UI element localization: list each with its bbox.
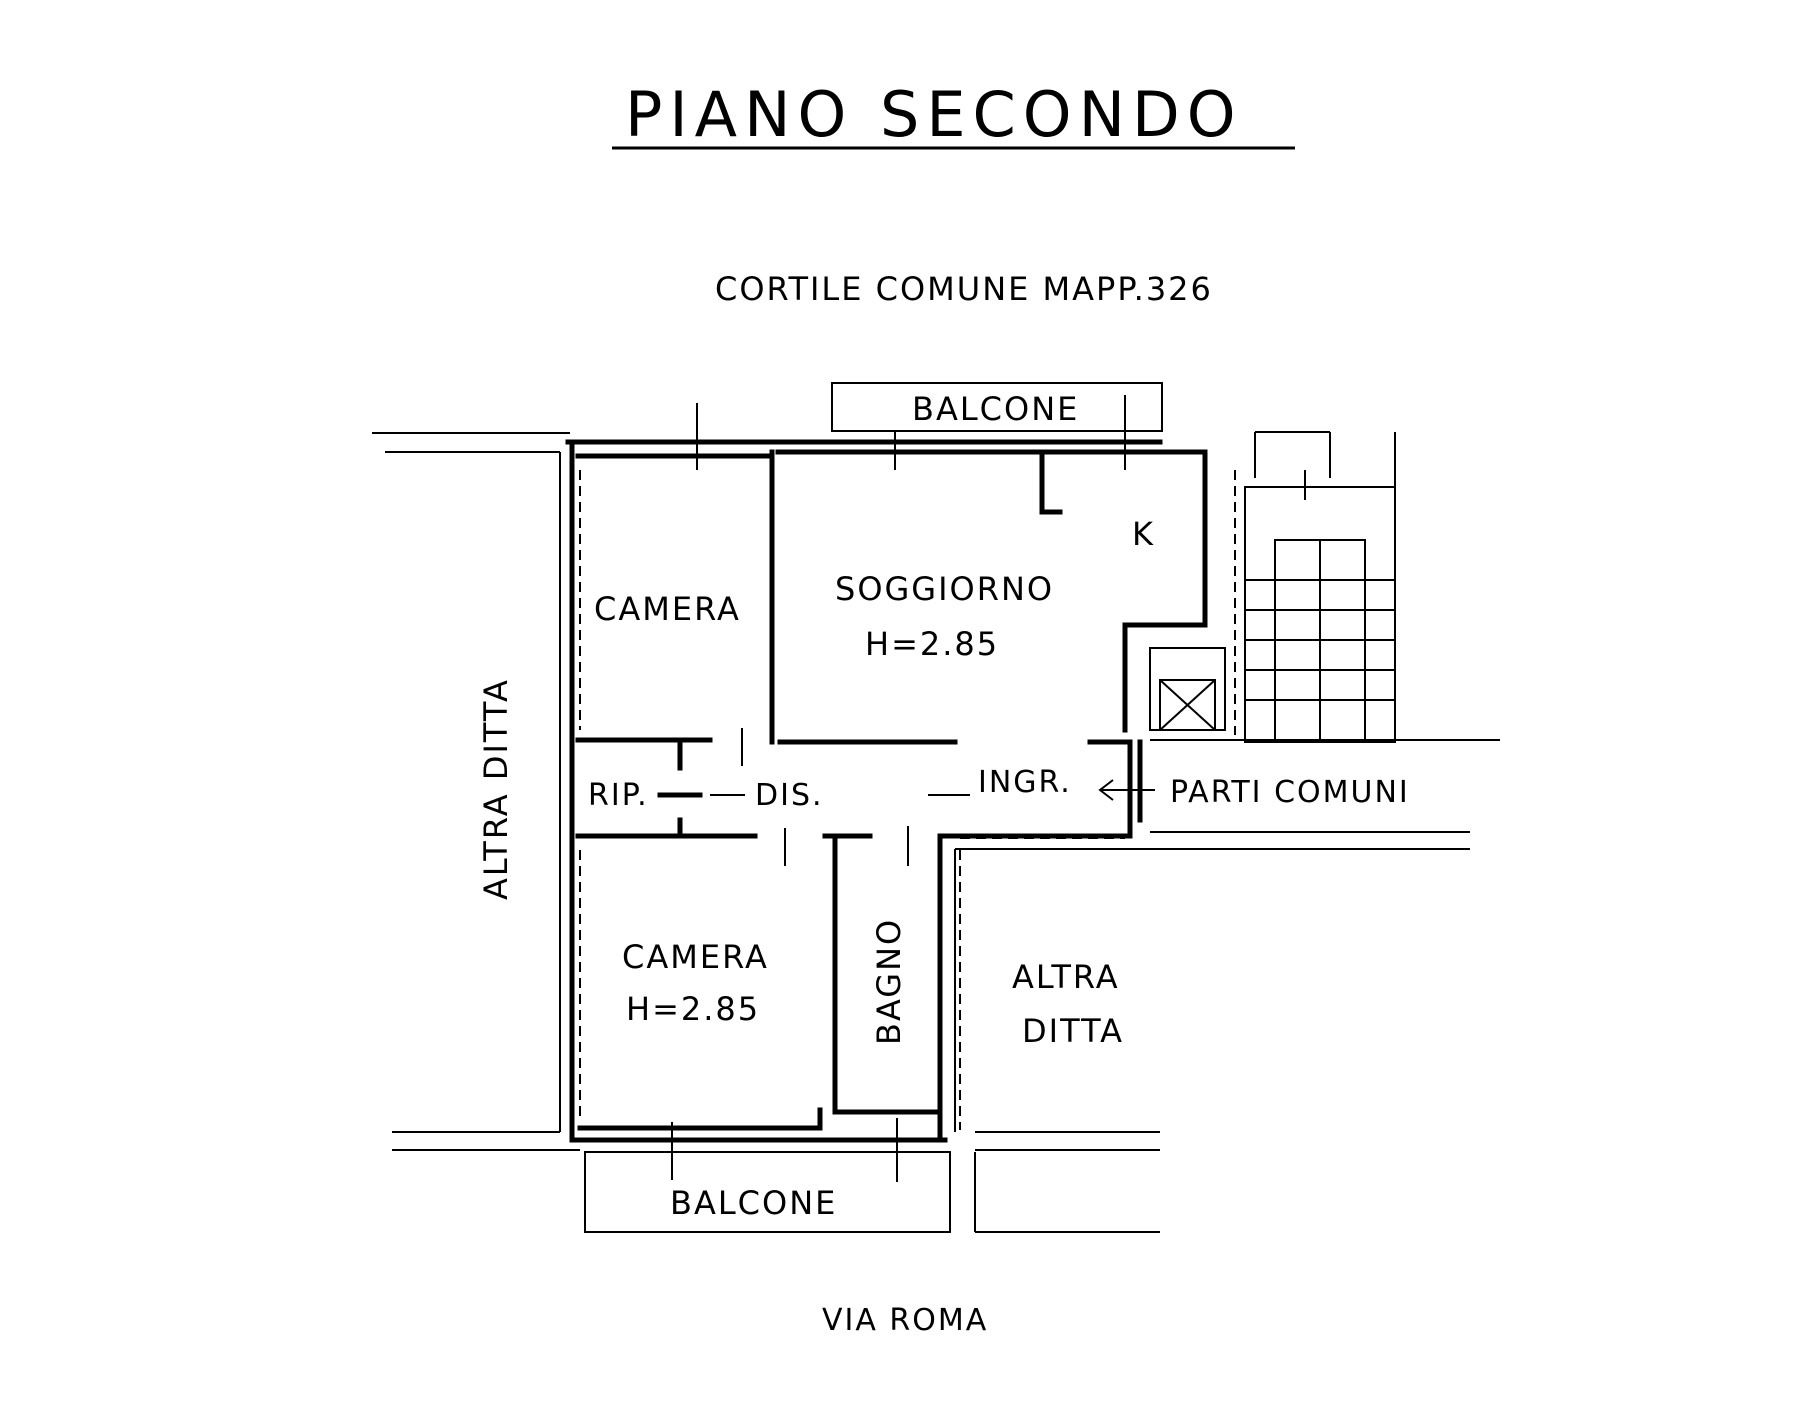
bedroom-2-label: CAMERA — [622, 938, 769, 976]
hatched-walls — [579, 470, 1236, 1130]
walls — [565, 439, 1208, 1143]
stair-core — [1149, 431, 1396, 743]
balcony-top — [831, 382, 1163, 432]
openings — [671, 395, 1126, 1182]
living-room-label: SOGGIORNO — [835, 570, 1054, 608]
kitchen-label: K — [1132, 515, 1155, 553]
entrance-label: INGR. — [978, 765, 1072, 800]
balcony-bottom-label: BALCONE — [670, 1184, 837, 1222]
common-parts-label: PARTI COMUNI — [1170, 775, 1410, 810]
other-company-right-label-1: ALTRA — [1012, 958, 1120, 996]
balcony-top-label: BALCONE — [912, 390, 1079, 428]
bedroom-1-label: CAMERA — [594, 590, 741, 628]
plan-title: PIANO SECONDO — [625, 78, 1243, 151]
closet-label: RIP. — [588, 778, 649, 813]
balcony-bottom — [584, 1151, 1160, 1233]
living-room-height: H=2.85 — [865, 625, 999, 663]
bathroom-label: BAGNO — [870, 918, 908, 1045]
street-label: VIA ROMA — [822, 1303, 988, 1338]
other-company-left-label: ALTRA DITTA — [477, 678, 515, 900]
bedroom-2-height: H=2.85 — [626, 990, 760, 1028]
hallway-label: DIS. — [755, 778, 824, 813]
courtyard-label: CORTILE COMUNE MAPP.326 — [715, 270, 1213, 308]
entrance-arrow-icon — [1098, 779, 1155, 801]
other-company-right-label-2: DITTA — [1022, 1012, 1124, 1050]
neighbour-lines — [372, 432, 1500, 1151]
